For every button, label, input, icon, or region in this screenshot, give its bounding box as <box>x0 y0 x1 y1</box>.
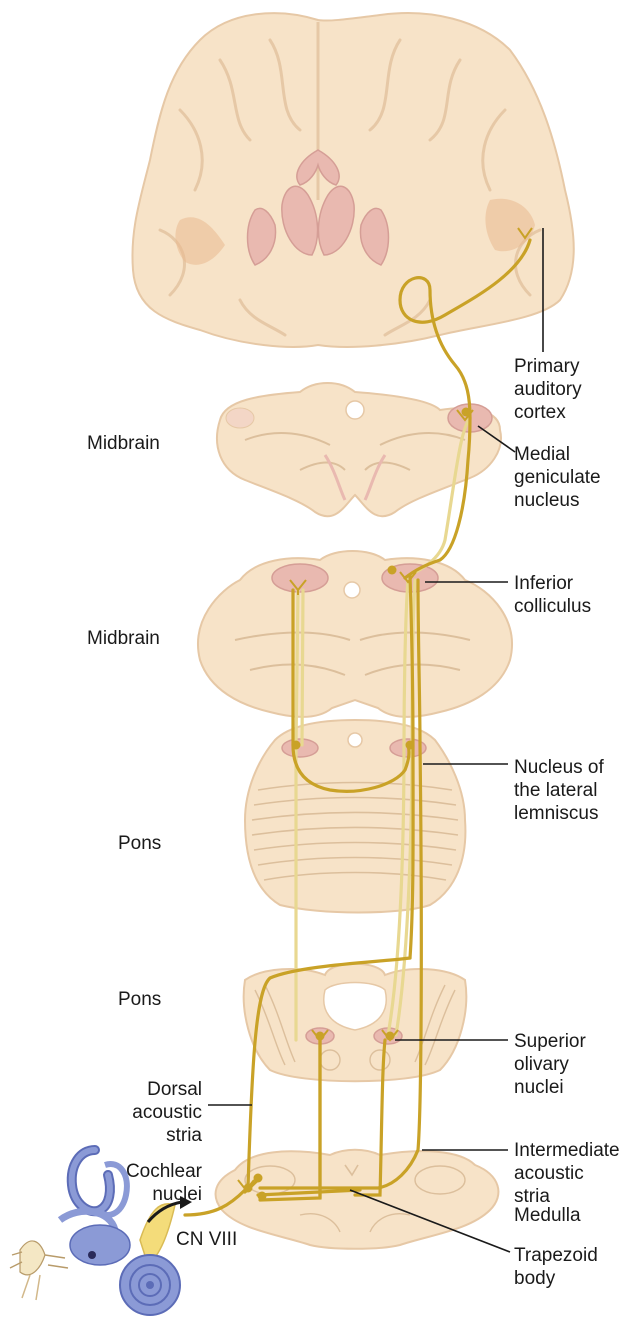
medulla-section <box>216 1150 499 1249</box>
label-cn-viii: CN VIII <box>176 1228 237 1251</box>
label-medulla: Medulla <box>514 1204 581 1227</box>
label-trapezoid-body: Trapezoid body <box>514 1244 598 1290</box>
midbrain-lower-section <box>198 551 512 717</box>
label-dorsal-acoustic-stria: Dorsal acoustic stria <box>132 1078 202 1147</box>
label-midbrain-lower: Midbrain <box>87 627 160 650</box>
label-inferior-colliculus: Inferior colliculus <box>514 572 591 618</box>
label-medial-geniculate-nucleus: Medial geniculate nucleus <box>514 443 601 512</box>
label-superior-olivary-nuclei: Superior olivary nuclei <box>514 1030 586 1099</box>
label-pons-lower: Pons <box>118 988 161 1011</box>
label-intermediate-acoustic-stria: Intermediate acoustic stria <box>514 1139 620 1208</box>
label-midbrain-upper: Midbrain <box>87 432 160 455</box>
label-primary-auditory-cortex: Primary auditory cortex <box>514 355 582 424</box>
cerebrum-coronal-section <box>132 13 573 347</box>
pons-upper-section <box>245 720 465 913</box>
pons-lower-section <box>244 964 467 1082</box>
label-cochlear-nuclei: Cochlear nuclei <box>126 1160 202 1206</box>
label-nucleus-lateral-lemniscus: Nucleus of the lateral lemniscus <box>514 756 604 825</box>
label-pons-upper: Pons <box>118 832 161 855</box>
